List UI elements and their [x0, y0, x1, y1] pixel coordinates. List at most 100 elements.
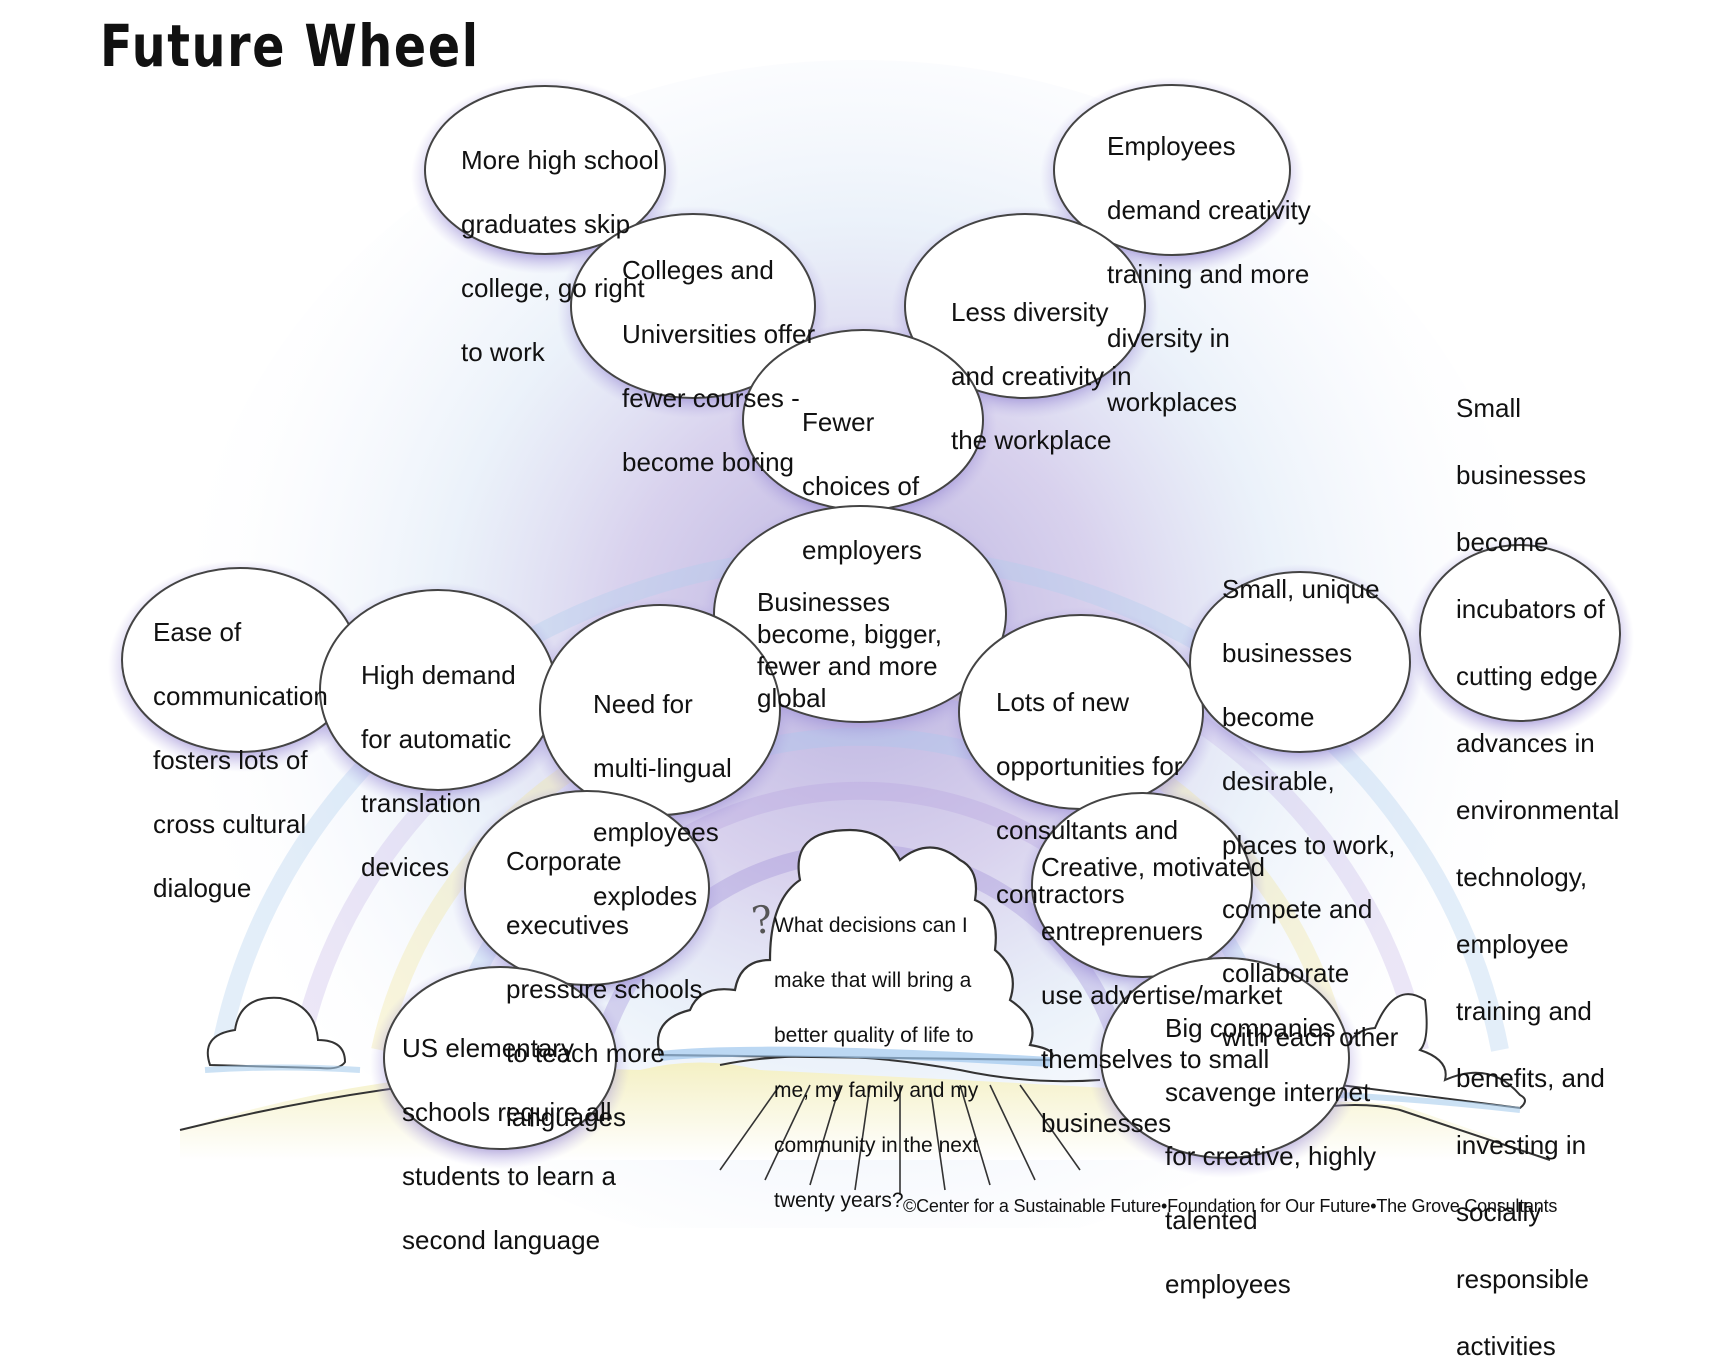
question-cloud: [656, 828, 1054, 1067]
node-text-line: advances in: [1456, 727, 1595, 758]
copyright-footer: ©Center for a Sustainable Future•Foundat…: [903, 1196, 1558, 1216]
node-text-line: businesses: [1222, 638, 1353, 668]
node-text-line: cross cultural: [153, 809, 307, 839]
node-text-line: second language: [402, 1225, 601, 1255]
node-text-line: pressure schools: [506, 974, 703, 1004]
node-corporate-execs: Corporate executives pressure schools to…: [506, 813, 703, 1133]
node-multilingual: Need for multi-lingual employees explode…: [593, 656, 732, 912]
node-text-line: Employees: [1107, 131, 1236, 161]
node-text-line: technology,: [1456, 861, 1588, 892]
node-text-line: dialogue: [153, 873, 252, 903]
bubble-elementary: [383, 966, 617, 1150]
node-text-line: workplaces: [1107, 387, 1238, 417]
node-text-line: multi-lingual: [593, 753, 732, 783]
page-title: Future Wheel: [100, 12, 480, 80]
node-text-line: become boring: [622, 447, 794, 477]
node-text-line: training and: [1456, 995, 1592, 1026]
node-text-line: Ease of: [153, 617, 242, 647]
question-cloud-text: What decisions can I make that will brin…: [774, 884, 978, 1214]
node-text-line: fosters lots of: [153, 745, 308, 775]
node-text-line: More high school: [461, 145, 659, 175]
node-less-diversity: Less diversity and creativity in the wor…: [951, 264, 1132, 456]
node-text-line: Creative, motivated: [1041, 852, 1265, 882]
center-node: Businesses become, bigger, fewer and mor…: [757, 554, 982, 746]
node-text-line: employees: [593, 817, 719, 847]
center-text: Businesses become, bigger, fewer and mor…: [757, 587, 943, 713]
node-text-line: for creative, highly: [1165, 1141, 1376, 1171]
node-text-line: environmental: [1456, 794, 1620, 825]
question-line: community in the next: [774, 1133, 979, 1157]
node-text-line: compete and: [1222, 894, 1373, 924]
node-text-line: communication: [153, 681, 328, 711]
node-text-line: devices: [361, 852, 450, 882]
node-text-line: Colleges and: [622, 255, 774, 285]
node-text-line: Fewer: [802, 407, 875, 437]
node-text-line: socially: [1456, 1196, 1542, 1227]
node-text-line: activities: [1456, 1330, 1556, 1361]
node-small-unique: Small, unique businesses become desirabl…: [1222, 541, 1398, 1053]
node-text-line: for automatic: [361, 724, 512, 754]
node-skip-college: More high school graduates skip college,…: [461, 112, 659, 368]
node-text-line: US elementary: [402, 1033, 574, 1063]
question-line: twenty years?: [774, 1188, 904, 1212]
node-fewer-choices: Fewer choices of employers: [802, 374, 922, 566]
bubble-demand-creativity: [1053, 84, 1291, 256]
node-text-line: Big companies: [1165, 1013, 1336, 1043]
node-text-line: Lots of new: [996, 687, 1129, 717]
node-text-line: college, go right: [461, 273, 645, 303]
bubble-less-diversity: [904, 213, 1146, 399]
node-text-line: demand creativity: [1107, 195, 1311, 225]
node-text-line: to teach more: [506, 1038, 665, 1068]
node-text-line: investing in: [1456, 1129, 1587, 1160]
bubble-layer: [108, 77, 1634, 1178]
node-text-line: employee: [1456, 928, 1569, 959]
node-text-line: graduates skip: [461, 209, 631, 239]
node-entrepreneurs: Creative, motivated entreprenuers use ad…: [1041, 819, 1282, 1139]
node-text-line: schools require all: [402, 1097, 612, 1127]
node-demand-creativity: Employees demand creativity training and…: [1107, 98, 1311, 418]
node-text-line: training and more: [1107, 259, 1310, 289]
question-line: better quality of life to: [774, 1023, 974, 1047]
node-text-line: Corporate: [506, 846, 622, 876]
bubble-colleges: [570, 213, 816, 399]
bubble-skip-college: [424, 85, 666, 255]
node-text-line: entreprenuers: [1041, 916, 1203, 946]
node-cross-cultural: Ease of communication fosters lots of cr…: [153, 584, 328, 904]
bubble-small-unique: [1189, 571, 1411, 753]
question-line: me, my family and my: [774, 1078, 979, 1102]
node-text-line: businesses: [1456, 459, 1587, 490]
bubble-big-companies: [1100, 957, 1350, 1159]
node-text-line: explodes: [593, 881, 698, 911]
node-text-line: with each other: [1222, 1022, 1399, 1052]
node-text-line: become: [1456, 526, 1549, 557]
future-wheel-illustration: [108, 60, 1634, 1228]
node-text-line: incubators of: [1456, 593, 1605, 624]
node-consultants: Lots of new opportunities for consultant…: [996, 654, 1182, 910]
node-big-companies: Big companies scavenge internet for crea…: [1165, 980, 1376, 1300]
node-text-line: choices of: [802, 471, 920, 501]
node-text-line: employees: [1165, 1269, 1291, 1299]
node-text-line: contractors: [996, 879, 1125, 909]
node-text-line: and creativity in: [951, 361, 1132, 391]
node-text-line: languages: [506, 1102, 626, 1132]
node-text-line: cutting edge: [1456, 660, 1598, 691]
node-text-line: Need for: [593, 689, 693, 719]
node-text-line: executives: [506, 910, 629, 940]
node-text-line: benefits, and: [1456, 1062, 1605, 1093]
node-text-line: fewer courses -: [622, 383, 800, 413]
bubble-corporate-execs: [464, 790, 710, 986]
node-text-line: use advertise/market: [1041, 980, 1283, 1010]
node-text-line: themselves to small: [1041, 1044, 1270, 1074]
question-line: make that will bring a: [774, 968, 972, 992]
node-text-line: become: [1222, 702, 1315, 732]
node-text-line: responsible: [1456, 1263, 1589, 1294]
node-text-line: the workplace: [951, 425, 1112, 455]
node-text-line: diversity in: [1107, 323, 1230, 353]
node-text-line: Small, unique: [1222, 574, 1380, 604]
bubble-entrepreneurs: [1031, 792, 1253, 978]
node-text-line: desirable,: [1222, 766, 1335, 796]
node-text-line: Less diversity: [951, 297, 1109, 327]
node-text-line: students to learn a: [402, 1161, 616, 1191]
node-elementary: US elementary schools require all studen…: [402, 1000, 616, 1256]
bubble-center: [713, 505, 1007, 723]
